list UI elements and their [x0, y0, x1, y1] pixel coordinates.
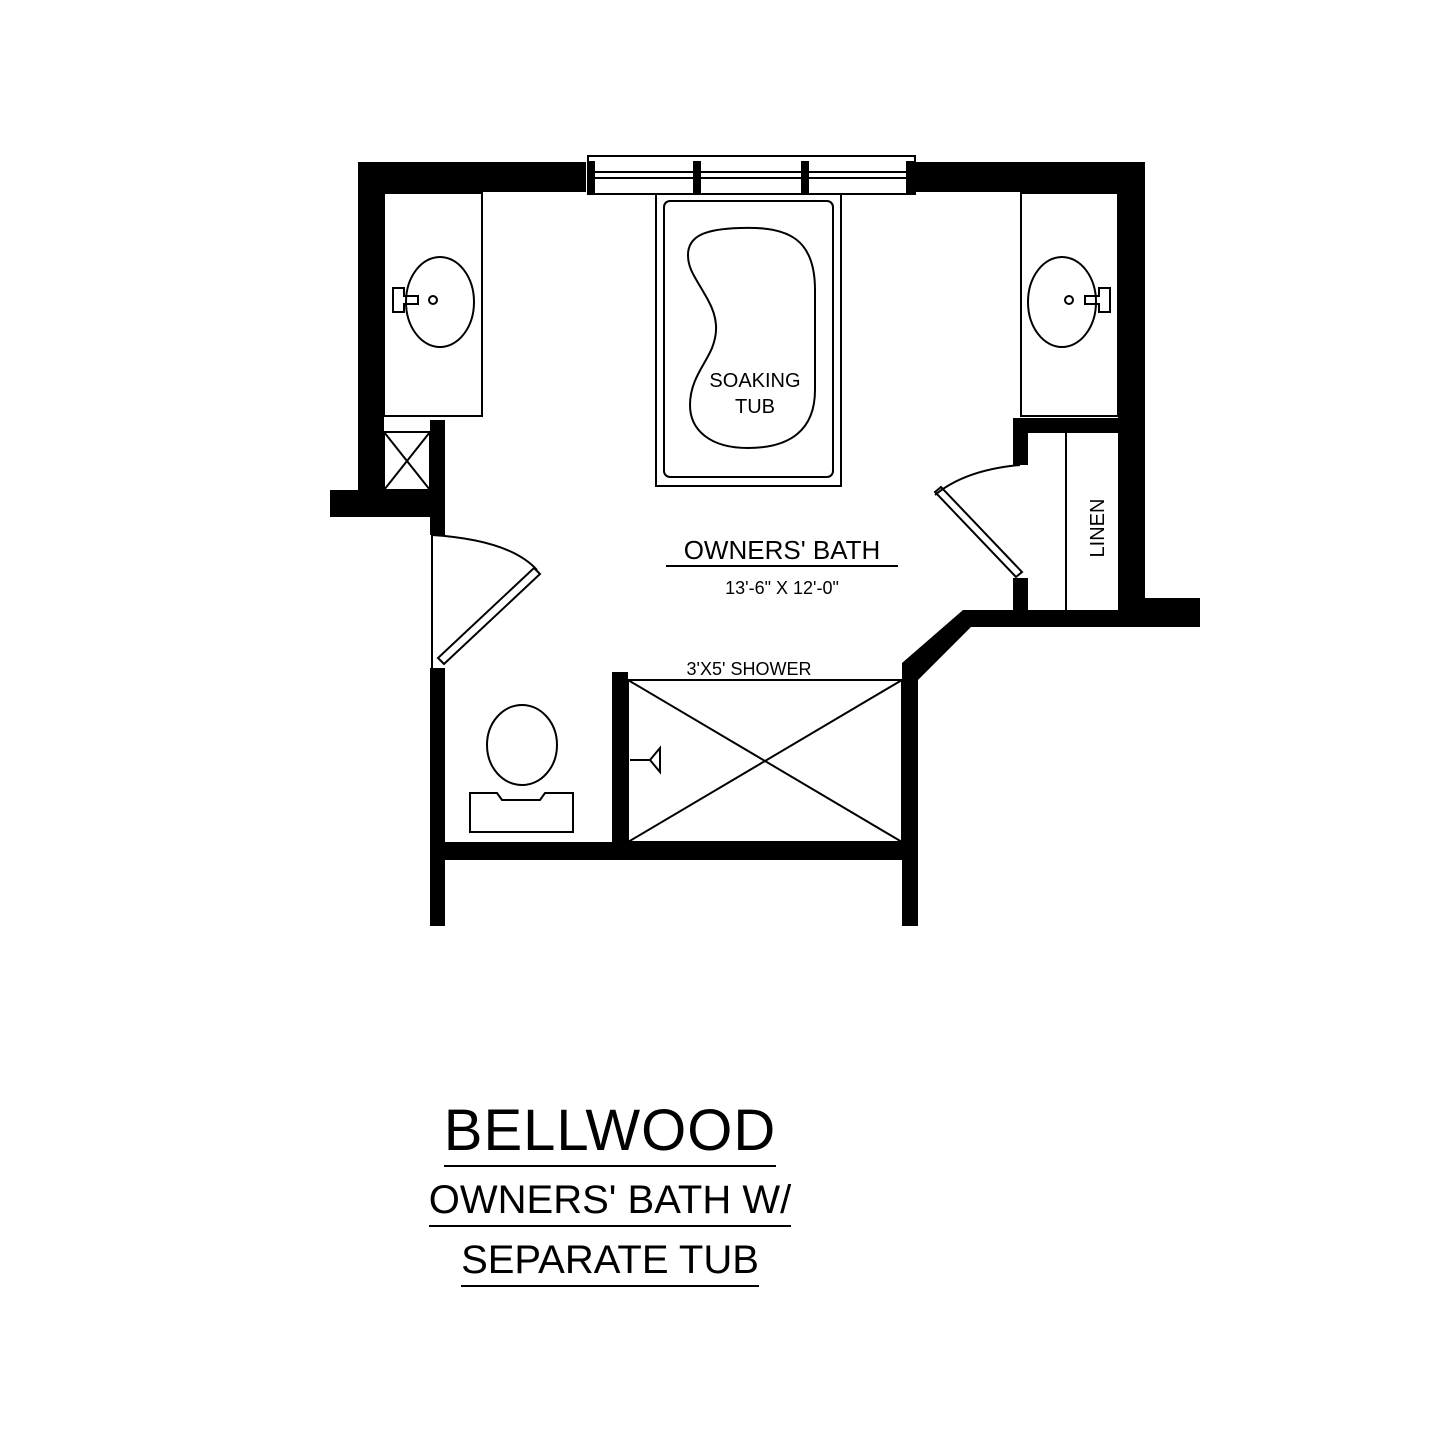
left-faucet-icon	[392, 287, 419, 313]
left-door-leaf[interactable]	[436, 566, 542, 666]
wall-left-inner	[430, 420, 445, 535]
wall-left-bump	[330, 490, 445, 517]
linen-door[interactable]	[933, 464, 1024, 579]
left-vanity	[383, 192, 483, 417]
shower-label: 3'X5' SHOWER	[687, 659, 812, 679]
wall-left-lower	[430, 668, 445, 926]
linen-door-swing-arc	[934, 464, 1021, 496]
left-door-swing-arc	[431, 534, 538, 571]
plan-subtitle-line1: OWNERS' BATH W/	[0, 1180, 1220, 1227]
room-dims: 13'-6" X 12'-0"	[725, 578, 839, 598]
wall-diagonal	[902, 610, 1020, 680]
right-faucet-icon	[1084, 287, 1111, 313]
shower-head-icon	[630, 745, 661, 775]
left-door[interactable]	[431, 534, 542, 668]
wall-linen-bottom	[1013, 610, 1145, 627]
plan-subtitle-line2: SEPARATE TUB	[0, 1240, 1220, 1287]
plan-title-text: BELLWOOD	[443, 1102, 777, 1167]
tub-surround	[663, 200, 834, 478]
plan-subtitle-line1-text: OWNERS' BATH W/	[428, 1180, 792, 1227]
right-vanity	[1020, 192, 1119, 417]
window	[587, 155, 916, 195]
wall-right-outer	[1118, 162, 1145, 627]
plan-subtitle-line2-text: SEPARATE TUB	[461, 1240, 759, 1287]
toilet-tank-icon	[469, 792, 574, 833]
right-vanity-counter	[1020, 192, 1119, 417]
shower-area	[627, 679, 903, 843]
soaking-tub	[655, 193, 842, 487]
tub-label-2: TUB	[735, 396, 775, 418]
tub-label-1: SOAKING	[709, 370, 800, 392]
wall-top-right	[913, 162, 1145, 192]
room-name: OWNERS' BATH	[684, 535, 881, 565]
left-sink-icon	[405, 256, 475, 348]
wall-right-lower	[902, 672, 918, 926]
tub-basin	[686, 226, 816, 450]
linen-door-leaf[interactable]	[933, 485, 1024, 579]
linen-label: LINEN	[1087, 499, 1109, 558]
left-closet	[383, 431, 431, 491]
right-sink-icon	[1027, 256, 1097, 348]
wall-shower-left	[612, 672, 628, 860]
wall-bottom	[430, 842, 918, 860]
toilet	[469, 704, 574, 833]
wall-linen-top	[1013, 418, 1133, 433]
plan-title: BELLWOOD	[0, 1102, 1220, 1167]
shower	[627, 679, 903, 843]
wall-linen-left-lower	[1013, 578, 1028, 620]
toilet-bowl-icon	[486, 704, 558, 786]
wall-left-outer	[358, 162, 384, 517]
wall-top-left	[358, 162, 586, 192]
tub-deck	[655, 193, 842, 487]
walls	[330, 162, 1200, 926]
left-vanity-counter	[383, 192, 483, 417]
